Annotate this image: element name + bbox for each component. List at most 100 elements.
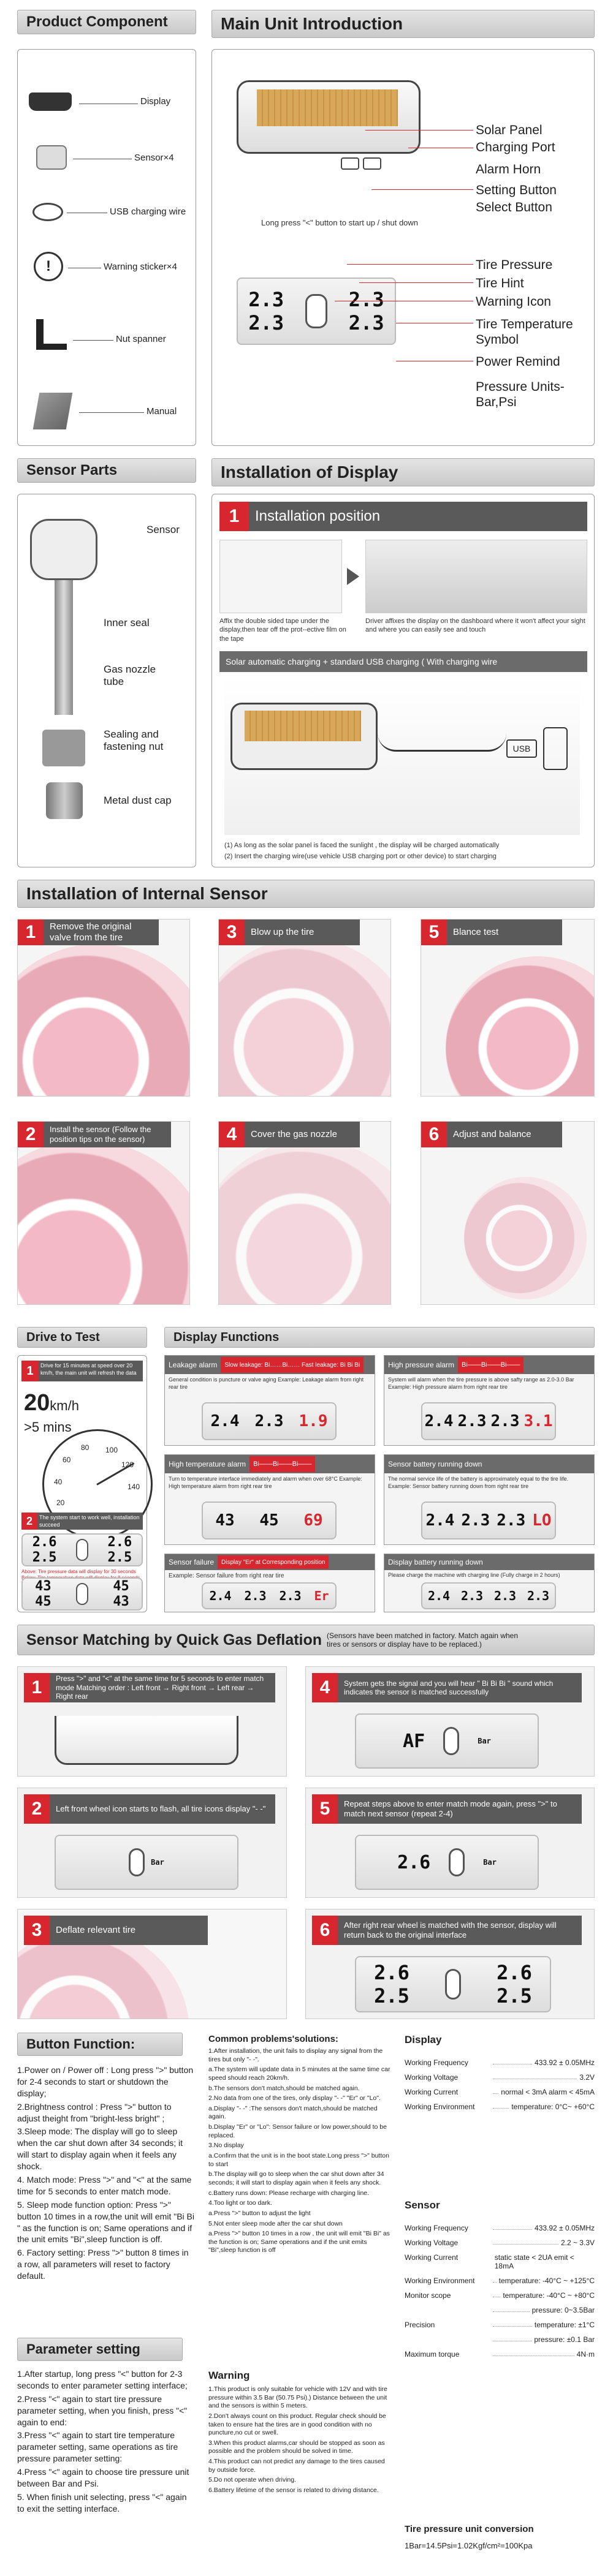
usb-device-icon	[543, 727, 568, 770]
label-gas-nozzle: Gas nozzle tube	[104, 663, 156, 687]
section-title-drive-to-test: Drive to Test	[17, 1327, 147, 1348]
nut-image	[42, 730, 85, 766]
spanner-thumbnail	[36, 319, 44, 350]
main-unit-image	[237, 80, 421, 154]
label-solar-panel: Solar Panel	[476, 123, 543, 137]
parameter-setting-list: 1.After startup, long press "<" button f…	[17, 2369, 189, 2514]
product-component-box: Display Sensor×4 USB charging wire ! War…	[17, 49, 196, 446]
label-warning-icon: Warning Icon	[476, 295, 551, 309]
select-button[interactable]	[363, 157, 381, 170]
label-power-remind: Power Remind	[476, 355, 560, 369]
warning-title: Warning	[208, 2370, 250, 2381]
dashboard-image	[365, 540, 587, 613]
usb-label: USB	[506, 739, 537, 758]
setting-button[interactable]	[341, 157, 359, 170]
lcd-right-rear: 2.3	[348, 311, 384, 334]
item-nut-spanner: Nut spanner	[116, 334, 166, 344]
caption-affix-tape: Affix the double sided tape under the di…	[219, 618, 346, 643]
long-press-note: Long press "<" button to start up / shut…	[261, 218, 419, 227]
lcd-left-front: 2.3	[248, 288, 284, 311]
section-title-main-unit: Main Unit Introduction	[211, 10, 595, 38]
solar-panel	[257, 89, 398, 126]
item-sensor: Sensor×4	[134, 153, 174, 163]
section-title-display-functions: Display Functions	[164, 1327, 595, 1348]
label-tire-temperature: Tire Temperature Symbol	[476, 317, 573, 347]
item-warning-sticker: Warning sticker×4	[104, 262, 177, 272]
panel-display-battery: Display battery running down Please char…	[384, 1554, 595, 1612]
label-setting-button: Setting Button	[476, 183, 557, 197]
installation-step-bar: 1 Installation position	[219, 502, 587, 531]
label-tire-pressure: Tire Pressure	[476, 258, 553, 272]
item-manual: Manual	[147, 406, 177, 417]
sensor-body-image	[30, 519, 97, 580]
usb-wire-thumbnail	[32, 203, 63, 221]
display-spec-title: Display	[405, 2034, 442, 2045]
section-title-sensor-parts: Sensor Parts	[17, 458, 196, 483]
charging-title-bar: Solar automatic charging + standard USB …	[219, 651, 587, 672]
valve-stem-image	[55, 580, 73, 715]
label-charging-port: Charging Port	[476, 140, 555, 154]
problems-list: 1.After installation, the unit fails to …	[208, 2047, 390, 2254]
item-display: Display	[140, 96, 171, 107]
drive-to-test-box: 1 Drive for 15 minutes at speed over 20 …	[17, 1355, 153, 1612]
label-dust-cap: Metal dust cap	[104, 795, 172, 806]
section-title-internal-sensor: Installation of Internal Sensor	[17, 880, 595, 908]
section-title-button-function: Button Function:	[17, 2033, 183, 2056]
speed-value: 20	[24, 1390, 50, 1416]
dust-cap-image	[46, 782, 83, 819]
section-title-parameter-setting: Parameter setting	[17, 2338, 183, 2361]
tape-image	[219, 540, 342, 613]
panel-sensor-failure: Sensor failure Display "Er" at Correspon…	[164, 1554, 375, 1612]
sensor-thumbnail	[36, 145, 67, 170]
main-unit-box: Solar Panel Charging Port Alarm Horn Set…	[211, 49, 595, 446]
usb-cable	[378, 733, 506, 752]
drive-note: Drive for 15 minutes at speed over 20 km…	[39, 1361, 143, 1381]
panel-high-temperature-alarm: High temperature alarm Bi——Bi——Bi—— Turn…	[164, 1454, 375, 1545]
lcd-left-rear: 2.3	[248, 311, 284, 334]
manual-thumbnail	[32, 393, 73, 429]
panel-leakage-alarm: Leakage alarm Slow leakage: Bi……Bi…… Fas…	[164, 1355, 375, 1446]
section-title-installation-display: Installation of Display	[211, 458, 595, 486]
installation-display-box: 1 Installation position Affix the double…	[211, 494, 595, 867]
time-value: >5 mins	[24, 1419, 72, 1435]
charging-note-1: (1) As long as the solar panel is faced …	[224, 842, 500, 849]
label-sensor: Sensor	[147, 524, 180, 535]
sensor-parts-box: Sensor Inner seal Gas nozzle tube Sealin…	[17, 494, 196, 867]
display-charging-image	[230, 703, 378, 770]
display-thumbnail	[29, 93, 72, 111]
section-title-product-component: Product Component	[17, 10, 196, 34]
label-tire-hint: Tire Hint	[476, 276, 524, 290]
label-alarm-horn: Alarm Horn	[476, 162, 541, 176]
panel-sensor-battery: Sensor battery running down The normal s…	[384, 1454, 595, 1545]
label-pressure-units: Pressure Units-Bar,Psi	[476, 380, 565, 410]
conversion-title: Tire pressure unit conversion	[405, 2524, 534, 2534]
label-select-button: Select Button	[476, 200, 552, 214]
sensor-spec-title: Sensor	[405, 2199, 440, 2211]
charging-note-2: (2) Insert the charging wire(use vehicle…	[224, 853, 497, 860]
label-inner-seal: Inner seal	[104, 617, 150, 629]
button-function-list: 1.Power on / Power off : Long press ">" …	[17, 2065, 194, 2281]
charging-image-area: USB	[224, 678, 580, 835]
car-icon	[305, 294, 327, 328]
warning-icon: !	[34, 252, 63, 281]
lcd-right-front: 2.3	[348, 288, 384, 311]
label-sealing-nut: Sealing and fastening nut	[104, 728, 164, 752]
panel-high-pressure-alarm: High pressure alarm Bi——Bi——Bi—— System …	[384, 1355, 595, 1446]
conversion-value: 1Bar=14.5Psi=1.02Kgf/cm²=100Kpa	[405, 2541, 533, 2550]
